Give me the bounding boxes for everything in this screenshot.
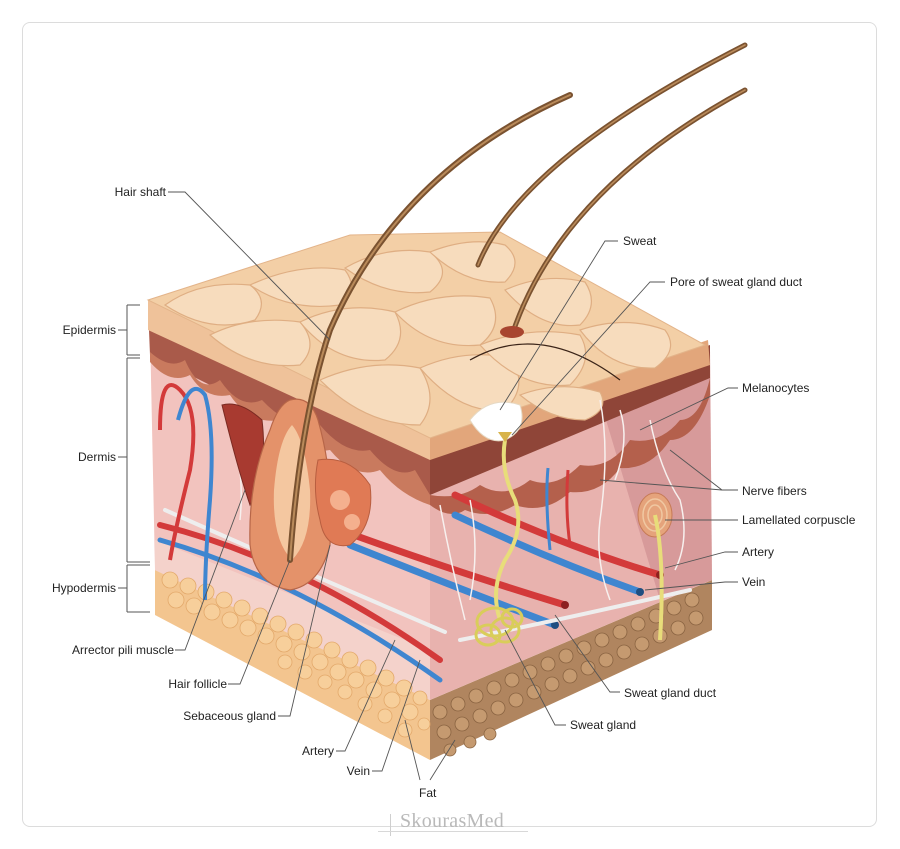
- capillary-right-1: [545, 467, 552, 551]
- fat-cells-left: [161, 571, 431, 738]
- label-pore-of-sweat-gland-duct: Pore of sweat gland duct: [670, 275, 803, 289]
- label-vein-front: Vein: [346, 764, 370, 778]
- layer-brackets: [118, 304, 150, 613]
- label-nerve-fibers: Nerve fibers: [742, 484, 807, 498]
- hair-shaft-right-hl: [511, 89, 746, 336]
- rete-ridges-right: [430, 378, 710, 514]
- label-fat: Fat: [419, 786, 437, 800]
- vessel-vein-right: [451, 511, 644, 596]
- label-sebaceous-gland: Sebaceous gland: [183, 709, 276, 723]
- label-dermis: Dermis: [78, 450, 116, 464]
- sebaceous-lobe: [330, 490, 350, 510]
- vessel-vein-mid: [346, 541, 559, 629]
- leader-lines: [168, 191, 738, 781]
- vessel-artery-right: [451, 491, 664, 579]
- hair-shaft-back-hl: [477, 44, 746, 266]
- label-arrector-pili-muscle: Arrector pili muscle: [71, 643, 174, 657]
- label-sweat: Sweat: [623, 234, 657, 248]
- label-vein-side: Vein: [742, 575, 766, 589]
- hypodermis-left-face: [155, 540, 430, 700]
- label-sweat-gland: Sweat gland: [570, 718, 637, 732]
- lamellated-corpuscle-shape: [637, 492, 673, 641]
- artery-mid-cap: [561, 601, 569, 609]
- vessel-loop-blue: [176, 387, 214, 601]
- label-hair-shaft: Hair shaft: [114, 185, 166, 199]
- vessel-loop-red: [158, 383, 196, 561]
- vessel-artery-mid: [336, 526, 569, 609]
- vein-mid-cap: [551, 621, 559, 629]
- watermark-underline: [378, 831, 528, 832]
- hair-pore-right: [500, 326, 524, 338]
- hair-shaft-back: [475, 42, 748, 268]
- capillary-right-2: [565, 469, 572, 546]
- watermark-text: SkourasMed: [400, 810, 505, 832]
- vessel-vein-left: [157, 537, 443, 683]
- sebaceous-lobe: [344, 514, 360, 530]
- sweat-duct-path: [494, 439, 521, 621]
- sweat-gland-coil: [474, 606, 524, 647]
- label-hair-follicle: Hair follicle: [168, 677, 227, 691]
- watermark-bar: [390, 814, 391, 836]
- label-melanocytes: Melanocytes: [742, 381, 810, 395]
- surface-cells: [163, 241, 672, 426]
- sweat-pore: [498, 432, 512, 442]
- skin-crease: [469, 343, 621, 381]
- watermark-logo: SkourasMed: [378, 810, 528, 836]
- label-epidermis: Epidermis: [62, 323, 116, 337]
- label-artery-front: Artery: [301, 744, 334, 758]
- label-hypodermis: Hypodermis: [51, 581, 116, 595]
- label-lamellated-corpuscle: Lamellated corpuscle: [742, 513, 856, 527]
- hair-shaft-main-hl: [289, 94, 571, 561]
- label-sweat-gland-duct: Sweat gland duct: [624, 686, 717, 700]
- vein-end-cap: [636, 588, 644, 596]
- fat-cells-right: [432, 592, 704, 757]
- label-artery-side: Artery: [742, 545, 775, 559]
